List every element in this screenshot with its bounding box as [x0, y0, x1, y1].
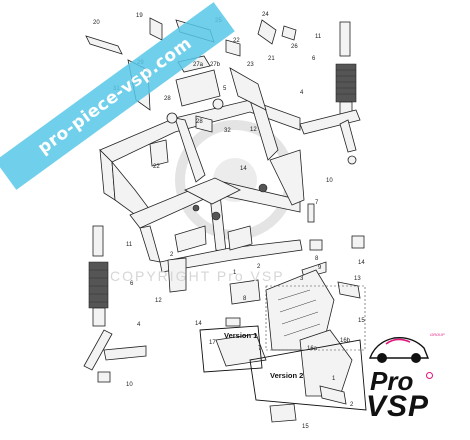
callout-1-upper: 1 — [233, 270, 237, 276]
callout-7-lower: 7 — [258, 346, 262, 352]
callout-32: 32 — [224, 128, 231, 134]
skid-plate-assembly — [215, 269, 353, 423]
callout-21: 21 — [268, 56, 275, 62]
car-icon — [368, 337, 430, 363]
callout-13: 13 — [354, 276, 361, 282]
callout-2-right: 2 — [350, 402, 354, 408]
version-1-box: Version 1 — [199, 325, 263, 373]
callout-14-upper: 14 — [240, 166, 247, 172]
callout-22a: 22 — [233, 38, 240, 44]
dashed-callout — [265, 285, 366, 351]
callout-19: 19 — [136, 13, 143, 19]
callout-12-lower: 12 — [155, 298, 162, 304]
callout-14-lower: 14 — [195, 321, 202, 327]
callout-5: 5 — [223, 86, 227, 92]
callout-14-right: 14 — [358, 260, 365, 266]
callout-2-lower: 2 — [257, 264, 261, 270]
callout-1-lower: 1 — [332, 376, 336, 382]
version-2-box: Version 2 — [249, 339, 367, 411]
logo-accent-dot — [426, 372, 433, 379]
callout-22b: 22 — [153, 164, 160, 170]
logo-vsp-text: VSP — [366, 390, 430, 423]
callout-20: 20 — [93, 20, 100, 26]
chassis-frame — [99, 97, 305, 273]
callout-16b: 16b — [340, 338, 351, 344]
callout-10-right: 10 — [326, 178, 333, 184]
callout-6-left: 6 — [130, 281, 134, 287]
logo-group-text: GROUP — [430, 332, 445, 337]
callout-3: 3 — [300, 276, 304, 282]
callout-28: 28 — [164, 96, 171, 102]
right-shock-assembly — [299, 21, 361, 165]
callout-4-left: 4 — [137, 322, 141, 328]
callout-27a: 27a — [193, 62, 204, 68]
callout-12-upper: 12 — [250, 127, 257, 133]
logo-pro-text: Pro — [370, 366, 414, 396]
callout-16a: 16a — [307, 346, 318, 352]
callout-26: 26 — [291, 44, 298, 50]
copyright-watermark: COPYRIGHT Pro VSP — [110, 268, 285, 284]
version-1-label: Version 1 — [224, 331, 257, 340]
callout-10-left: 10 — [126, 382, 133, 388]
version-2-label: Version 2 — [270, 371, 303, 380]
callout-7-upper: 7 — [315, 200, 319, 206]
pro-vsp-logo: GROUP Pro VSP — [364, 322, 464, 434]
callout-6-right: 6 — [312, 56, 316, 62]
callout-2-upper: 2 — [170, 252, 174, 258]
callout-8-upper: 8 — [315, 256, 319, 262]
callout-4-right: 4 — [300, 90, 304, 96]
left-shock-assembly — [83, 225, 147, 383]
callout-15-lower: 15 — [302, 424, 309, 430]
callout-8-lower: 8 — [243, 296, 247, 302]
callout-23: 23 — [247, 62, 254, 68]
callout-27b: 27b — [210, 62, 221, 68]
callout-11-left: 11 — [126, 242, 133, 248]
callout-11-right: 11 — [315, 34, 322, 40]
callout-15-upper: 15 — [358, 318, 365, 324]
callout-17: 17 — [209, 340, 216, 346]
callout-28b: 28 — [196, 119, 203, 125]
callout-9: 9 — [318, 265, 322, 271]
callout-24: 24 — [262, 12, 269, 18]
